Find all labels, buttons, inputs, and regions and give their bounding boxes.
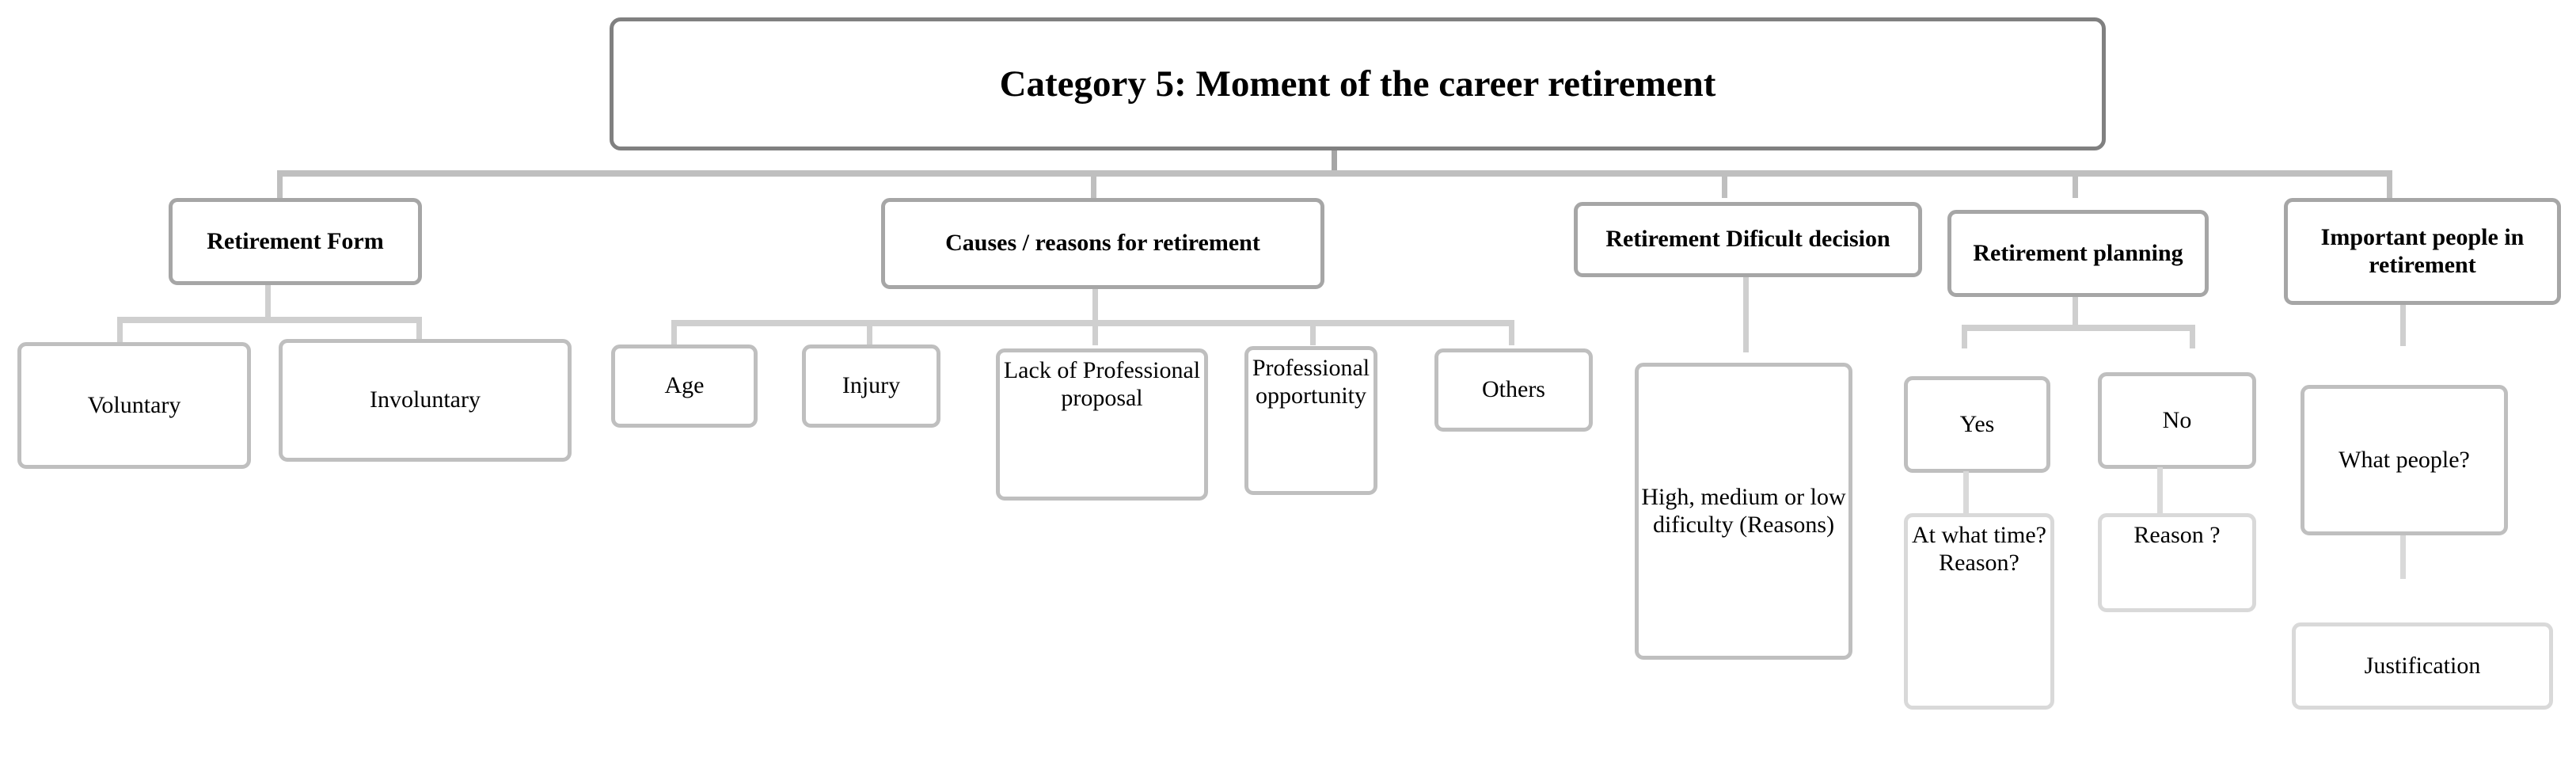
connector-stem-causes	[1092, 289, 1098, 322]
connector-drop-lack-of-proposal	[1092, 320, 1098, 345]
connector-bus-retirement-planning	[1962, 325, 2195, 331]
leaf-node-high-medium-low-dificulty: High, medium or low dificulty (Reasons)	[1635, 363, 1852, 660]
leaf-node-age: Age	[611, 345, 758, 428]
connector-drop-dificult-decision	[1722, 170, 1727, 198]
branch-node-retirement-dificult-decision-label: Retirement Dificult decision	[1605, 226, 1890, 253]
connector-drop-involuntary	[416, 317, 422, 343]
connector-drop-retirement-form	[277, 170, 283, 198]
branch-node-retirement-planning-label: Retirement planning	[1973, 239, 2183, 266]
connector-stem-no-to-reason	[2157, 467, 2163, 513]
connector-drop-injury	[867, 320, 872, 345]
branch-node-retirement-planning: Retirement planning	[1947, 210, 2209, 297]
connector-drop-voluntary	[117, 317, 123, 343]
branch-node-retirement-dificult-decision: Retirement Dificult decision	[1574, 202, 1922, 277]
leaf-node-justification-label: Justification	[2364, 652, 2481, 679]
leaf-node-high-medium-low-dificulty-label: High, medium or low dificulty (Reasons)	[1641, 483, 1846, 538]
connector-drop-age	[671, 320, 677, 345]
leaf-node-age-label: Age	[664, 372, 705, 399]
connector-stem-retirement-planning	[2073, 297, 2078, 327]
connector-drop-causes	[1091, 170, 1096, 198]
connector-drop-important-people	[2387, 170, 2392, 198]
root-node-category-5: Category 5: Moment of the career retirem…	[610, 17, 2106, 150]
leaf-node-involuntary-label: Involuntary	[370, 386, 481, 413]
branch-node-important-people-label: Important people in retirement	[2320, 223, 2525, 278]
leaf-node-others-label: Others	[1482, 376, 1545, 403]
leaf-node-reason: Reason ?	[2098, 513, 2256, 612]
leaf-node-voluntary-label: Voluntary	[87, 391, 181, 418]
leaf-node-injury: Injury	[802, 345, 940, 428]
leaf-node-lack-of-professional-proposal: Lack of Professional proposal	[996, 348, 1208, 501]
connector-stem-retirement-form	[265, 285, 271, 319]
connector-drop-yes	[1962, 325, 1967, 348]
leaf-node-professional-opportunity: Professional opportunity	[1244, 346, 1377, 495]
connector-stem-dificult-decision	[1743, 277, 1749, 352]
branch-node-causes-reasons-label: Causes / reasons for retirement	[945, 230, 1260, 257]
connector-root-stem	[1332, 150, 1337, 173]
branch-node-retirement-form-label: Retirement Form	[207, 227, 384, 254]
leaf-node-no-label: No	[2162, 406, 2192, 433]
branch-node-causes-reasons: Causes / reasons for retirement	[881, 198, 1324, 289]
leaf-node-at-what-time-reason: At what time? Reason?	[1904, 513, 2054, 710]
root-node-label: Category 5: Moment of the career retirem…	[999, 63, 1716, 105]
connector-stem-what-people-to-justification	[2400, 535, 2406, 579]
branch-node-important-people: Important people in retirement	[2284, 198, 2561, 305]
leaf-node-what-people-label: What people?	[2339, 446, 2470, 473]
leaf-node-yes: Yes	[1904, 376, 2050, 473]
leaf-node-at-what-time-reason-label: At what time? Reason?	[1912, 522, 2046, 576]
connector-drop-others	[1509, 320, 1514, 345]
leaf-node-no: No	[2098, 372, 2256, 469]
connector-drop-no	[2190, 325, 2195, 348]
branch-node-retirement-form: Retirement Form	[169, 198, 422, 285]
connector-stem-yes-to-at-what-time	[1963, 471, 1969, 515]
connector-stem-important-people	[2400, 305, 2406, 346]
leaf-node-justification: Justification	[2292, 622, 2553, 710]
connector-drop-professional-opportunity	[1310, 320, 1316, 345]
leaf-node-involuntary: Involuntary	[279, 339, 572, 462]
connector-main-bus	[277, 170, 2392, 177]
leaf-node-reason-label: Reason ?	[2133, 522, 2221, 548]
leaf-node-injury-label: Injury	[842, 372, 901, 399]
leaf-node-yes-label: Yes	[1959, 410, 1995, 437]
connector-drop-retirement-planning	[2073, 170, 2078, 198]
leaf-node-professional-opportunity-label: Professional opportunity	[1252, 355, 1370, 409]
leaf-node-what-people: What people?	[2301, 385, 2508, 535]
leaf-node-lack-of-professional-proposal-label: Lack of Professional proposal	[1003, 357, 1201, 411]
leaf-node-others: Others	[1434, 348, 1593, 432]
connector-bus-retirement-form	[117, 317, 422, 323]
leaf-node-voluntary: Voluntary	[17, 342, 251, 469]
